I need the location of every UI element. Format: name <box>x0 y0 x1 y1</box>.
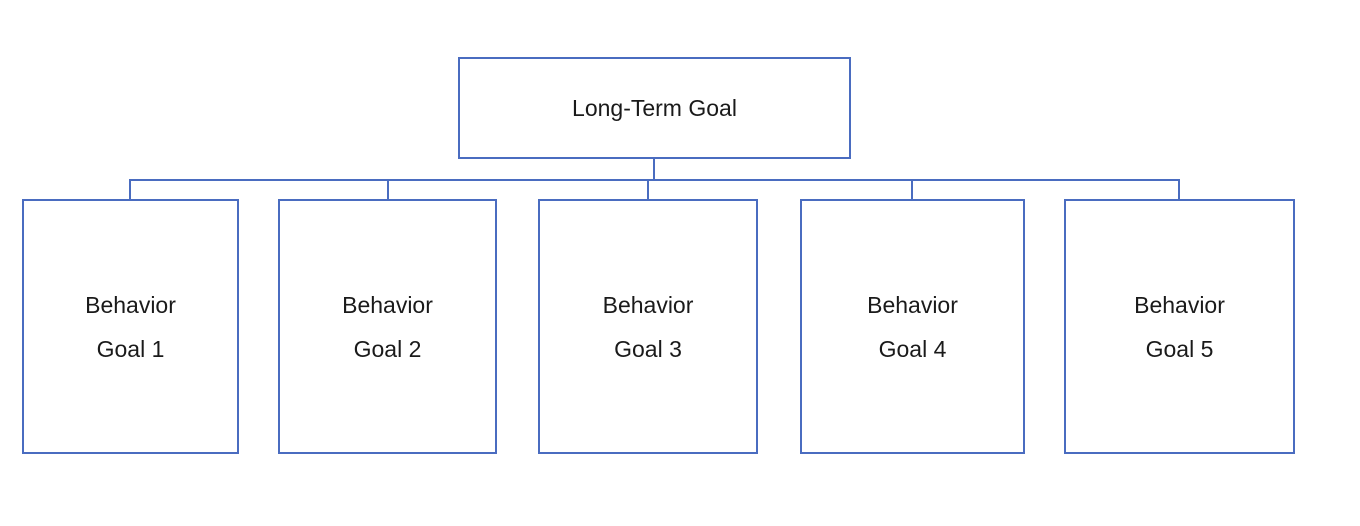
behavior-goal-1-label: Behavior Goal 1 <box>85 291 176 362</box>
behavior-goal-5-label: Behavior Goal 5 <box>1134 291 1225 362</box>
behavior-goal-2-box: Behavior Goal 2 <box>278 199 497 454</box>
long-term-goal-box: Long-Term Goal <box>458 57 851 159</box>
behavior-goal-4-label: Behavior Goal 4 <box>867 291 958 362</box>
behavior-goal-2-label: Behavior Goal 2 <box>342 291 433 362</box>
behavior-goal-4-box: Behavior Goal 4 <box>800 199 1025 454</box>
behavior-goal-3-box: Behavior Goal 3 <box>538 199 758 454</box>
behavior-goal-3-label: Behavior Goal 3 <box>602 291 694 362</box>
behavior-goal-5-box: Behavior Goal 5 <box>1064 199 1295 454</box>
long-term-goal-label: Long-Term Goal <box>572 95 737 121</box>
behavior-goal-1-box: Behavior Goal 1 <box>22 199 239 454</box>
